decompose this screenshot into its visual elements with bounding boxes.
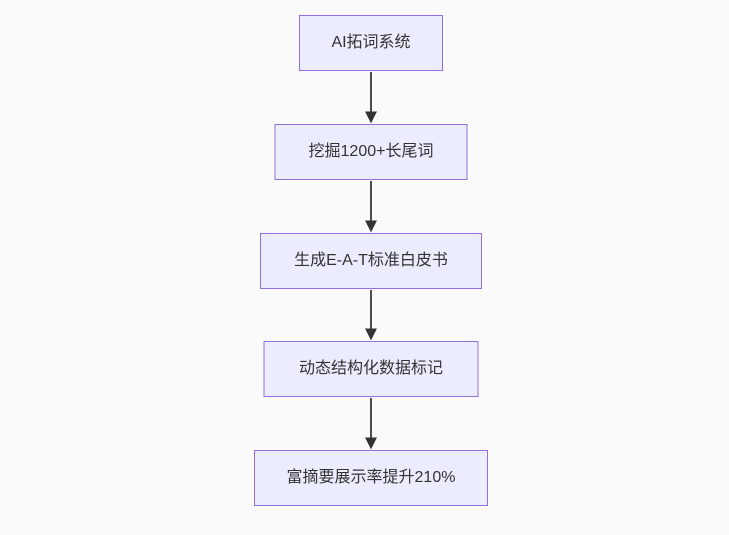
- flow-node-label: 生成E-A-T标准白皮书: [294, 252, 448, 269]
- flow-node-mine-longtail-keywords: 挖掘1200+长尾词: [274, 124, 468, 180]
- flow-node-generate-eat-whitepaper: 生成E-A-T标准白皮书: [260, 233, 482, 289]
- flow-node-dynamic-structured-data-markup: 动态结构化数据标记: [263, 341, 479, 397]
- flow-node-rich-snippet-rate-increase: 富摘要展示率提升210%: [254, 450, 488, 506]
- flow-node-label: 挖掘1200+长尾词: [308, 143, 434, 160]
- flow-node-ai-word-expansion-system: AI拓词系统: [299, 15, 443, 71]
- flow-node-label: AI拓词系统: [331, 34, 411, 51]
- flow-node-label: 动态结构化数据标记: [298, 360, 443, 377]
- flow-node-label: 富摘要展示率提升210%: [286, 469, 456, 486]
